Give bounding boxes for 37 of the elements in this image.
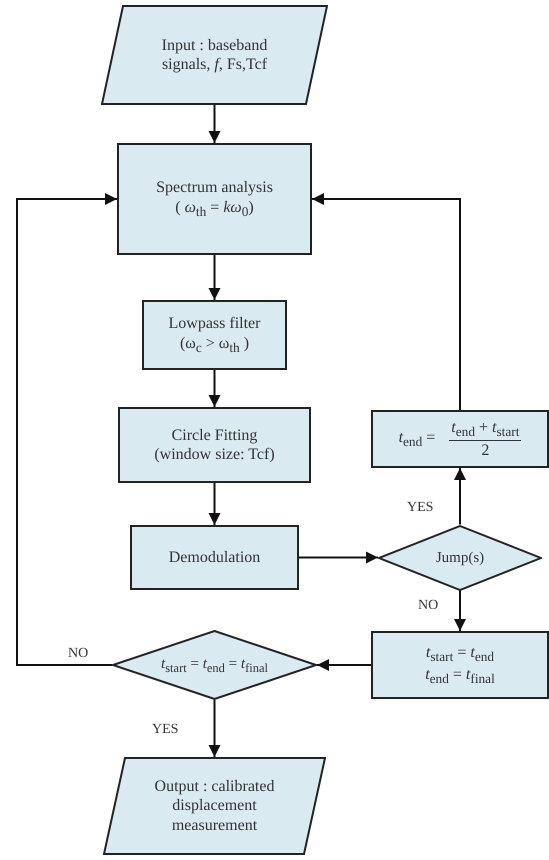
arrow (454, 468, 466, 524)
node-label: Spectrum analysis (156, 178, 273, 198)
arrow (454, 590, 466, 631)
formula-text: (window size: Tcf) (154, 445, 275, 464)
formula-text: t$_{end}$ = (398, 428, 436, 450)
node-label: Lowpass filter (168, 314, 260, 334)
input-output-parallelogram (103, 757, 326, 855)
arrow (312, 193, 461, 410)
node-label: Circle Fitting (172, 426, 258, 445)
arrow (208, 105, 220, 143)
formula-text: (ω$_{c}$ > ω$_{th}$ ) (180, 334, 250, 356)
decision-diamond (112, 630, 317, 700)
process-box (118, 407, 311, 483)
formula-text: t$_{end}$ = t$_{final}$ (425, 665, 495, 688)
process-box (371, 410, 549, 468)
arrow (208, 255, 220, 300)
arrow (208, 700, 220, 757)
process-box (371, 631, 549, 699)
node-label: Jump(s) (436, 548, 484, 566)
node-label: Input : baseband signals, f, Fs,Tcf (160, 36, 268, 74)
decision-diamond (378, 524, 542, 590)
arrow (16, 193, 117, 666)
process-box (130, 525, 299, 590)
node-label: Demodulation (168, 548, 260, 568)
arrow (208, 483, 220, 525)
process-box (142, 300, 287, 370)
fraction-denominator: 2 (481, 440, 490, 460)
arrow (317, 659, 371, 671)
input-output-parallelogram (101, 5, 328, 105)
node-label: Output : calibrated displacement measurement (154, 777, 276, 835)
fraction-numerator: t$_{end}$ + t$_{start}$ (449, 418, 522, 441)
arrow (299, 552, 378, 564)
arrow (208, 370, 220, 407)
process-box (117, 143, 312, 255)
formula-text: ( ω$_{th}$ = kω$_{0}$) (175, 198, 254, 220)
node-label: t$_{start}$ = t$_{end}$ = t$_{final}$ (161, 654, 268, 676)
node-label: t$_{start}$ = t$_{end}$ (426, 642, 494, 665)
